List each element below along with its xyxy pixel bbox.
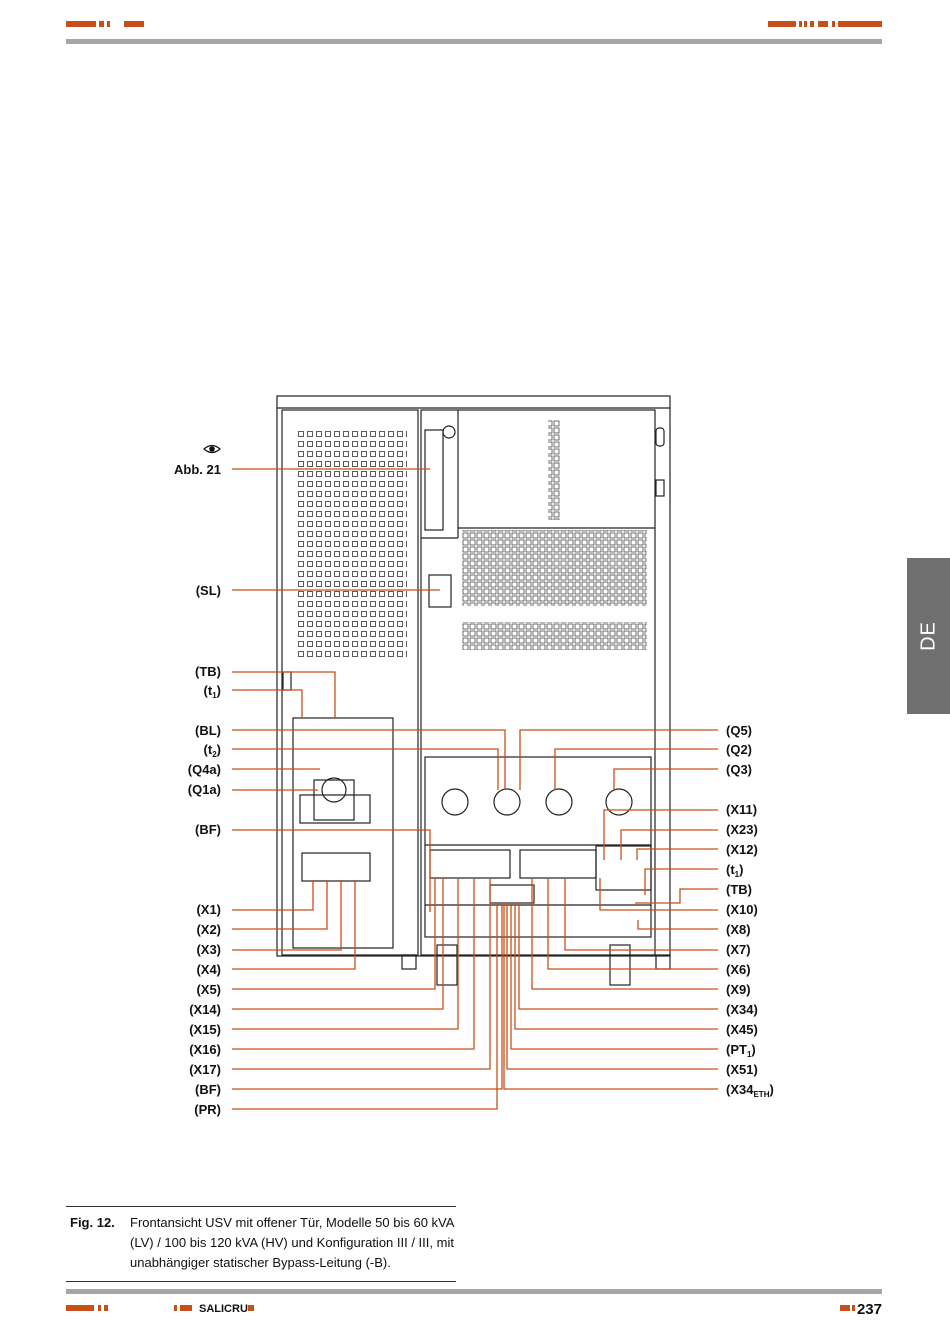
language-tab[interactable]: DE [907,558,950,714]
label-bf2: (BF) [195,1082,221,1097]
label-q4a: (Q4a) [187,762,221,777]
figure-number: Fig. 12. [70,1215,115,1230]
label-x10: (X10) [726,902,758,917]
label-x23: (X23) [726,822,758,837]
label-pt1: (PT1) [726,1042,756,1059]
label-x5: (X5) [196,982,221,997]
footer-decoration-left [66,1305,254,1311]
label-t1: (t1) [203,683,221,700]
label-abb21: Abb. 21 [174,462,221,477]
label-x9: (X9) [726,982,751,997]
label-q5: (Q5) [726,723,752,738]
header-decoration-right [768,21,882,27]
figure-caption: Fig. 12. Frontansicht USV mit offener Tü… [66,1206,456,1282]
header-rule [66,39,882,44]
label-x15: (X15) [189,1022,221,1037]
label-q2: (Q2) [726,742,752,757]
header-decoration-left [66,21,156,27]
eye-icon [203,444,221,454]
footer-decoration-right [840,1305,855,1311]
label-x1: (X1) [196,902,221,917]
footer-rule [66,1289,882,1294]
label-pr: (PR) [194,1102,221,1117]
label-bf: (BF) [195,822,221,837]
label-bl: (BL) [195,723,221,738]
vent-grid-left [297,428,407,660]
page-number: 237 [856,1301,882,1318]
vent-grid-right-top [462,530,647,606]
label-x2: (X2) [196,922,221,937]
label-x34: (X34) [726,1002,758,1017]
label-x16: (X16) [189,1042,221,1057]
label-x45: (X45) [726,1022,758,1037]
label-x17: (X17) [189,1062,221,1077]
label-x34eth: (X34ETH) [726,1082,774,1099]
label-x7: (X7) [726,942,751,957]
cabinet [276,395,671,986]
label-t2: (t2) [203,742,221,759]
label-q1a: (Q1a) [187,782,221,797]
label-x8: (X8) [726,922,751,937]
label-x3: (X3) [196,942,221,957]
vent-strip [548,420,560,520]
label-tb-right: (TB) [726,882,752,897]
label-t1-right: (t1) [726,862,744,879]
figure-caption-text: Frontansicht USV mit offener Tür, Modell… [130,1215,454,1270]
vent-grid-right-bottom [462,622,647,650]
label-x4: (X4) [196,962,221,977]
footer-brand: SALICRU [199,1303,248,1315]
label-x51: (X51) [726,1062,758,1077]
label-tb: (TB) [195,664,221,679]
label-q3: (Q3) [726,762,752,777]
label-x14: (X14) [189,1002,221,1017]
label-x12: (X12) [726,842,758,857]
label-x6: (X6) [726,962,751,977]
leader-lines [232,468,718,1110]
label-x11: (X11) [726,802,758,817]
label-sl: (SL) [195,583,221,598]
